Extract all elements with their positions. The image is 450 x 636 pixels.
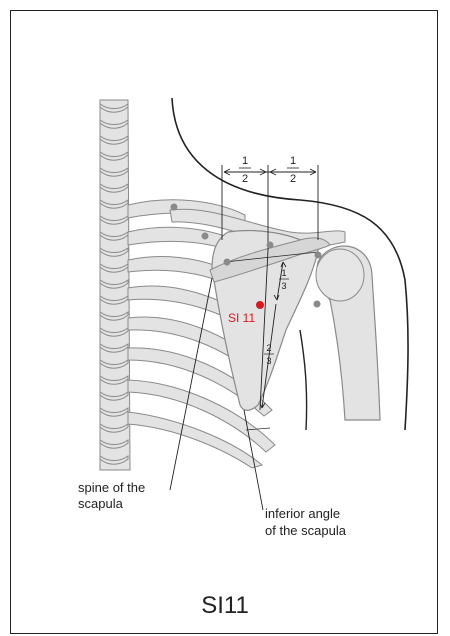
si11-point-marker: [256, 301, 264, 309]
figure-caption: SI11: [0, 592, 450, 620]
svg-text:of the scapula: of the scapula: [265, 523, 347, 538]
vertebral-column: [100, 100, 130, 470]
si11-point-label: SI 11: [228, 311, 255, 325]
humerus: [316, 246, 380, 420]
svg-text:2: 2: [266, 343, 271, 353]
svg-text:3: 3: [281, 281, 286, 291]
svg-text:1: 1: [242, 155, 248, 167]
svg-text:2: 2: [242, 173, 248, 185]
fraction-top-right: 1 2: [287, 155, 299, 185]
svg-text:3: 3: [266, 356, 271, 366]
arm-contour: [300, 330, 307, 430]
svg-text:spine of the: spine of the: [78, 480, 145, 495]
fraction-top-left: 1 2: [239, 155, 251, 185]
svg-text:1: 1: [281, 268, 286, 278]
spine-of-scapula-label: spine of the scapula: [78, 480, 145, 511]
svg-text:2: 2: [290, 173, 296, 185]
svg-text:scapula: scapula: [78, 496, 124, 511]
inferior-angle-label: inferior angle of the scapula: [265, 506, 347, 538]
spine-leader-line: [170, 278, 212, 490]
svg-text:inferior angle: inferior angle: [265, 506, 340, 521]
svg-text:1: 1: [290, 155, 296, 167]
